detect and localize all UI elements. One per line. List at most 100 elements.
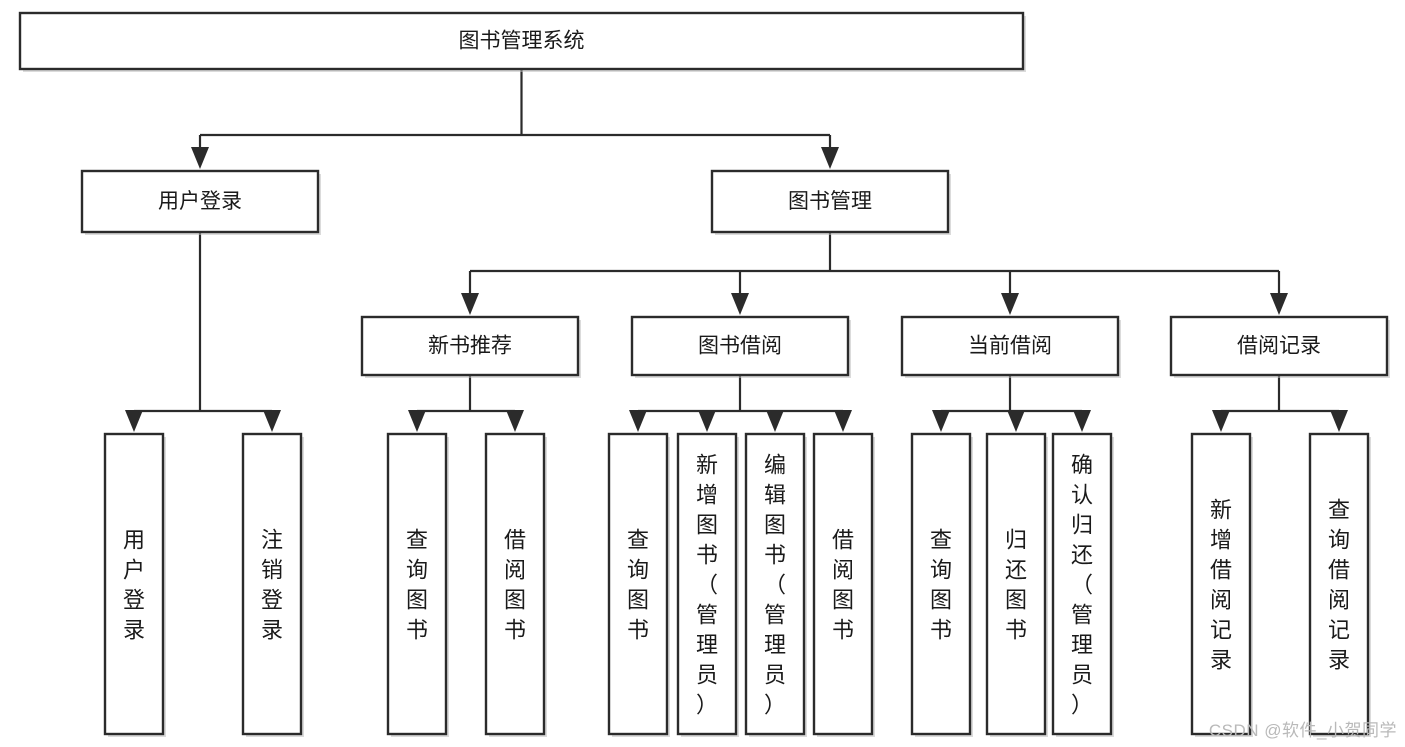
arrowhead-icon [766,410,784,432]
node-box[interactable] [744,432,806,736]
node-box[interactable] [360,315,580,377]
arrowhead-icon [1001,293,1019,315]
node-label-char: ） [1071,692,1093,717]
node-label-char: 书 [930,617,952,642]
node-label-char: 录 [261,617,283,642]
arrowhead-icon [731,293,749,315]
node-box[interactable] [18,11,1025,71]
nodes-layer: 图书管理系统用户登录图书管理新书推荐图书借阅当前借阅借阅记录用户登录注销登录查询… [18,11,1390,737]
node-label-char: 借 [1328,557,1350,582]
node-label-char: 书 [832,617,854,642]
node-label-char: ） [696,692,718,717]
node-label-char: 增 [696,482,718,507]
node-label: 借阅记录 [1237,335,1321,358]
node-box[interactable] [676,432,738,736]
node-label-char: 记 [1210,617,1232,642]
node-borrow-record[interactable]: 借阅记录 [1169,315,1390,378]
node-label-char: 理 [696,632,718,657]
node-label: 图书管理系统 [459,30,585,53]
node-label-char: 管 [764,602,786,627]
node-label-char: 管 [696,602,718,627]
node-label-char: 询 [627,557,649,582]
node-label-char: 图 [696,512,718,537]
arrowhead-icon [1330,410,1348,432]
arrowhead-icon [821,147,839,169]
node-label-char: 图 [1005,587,1027,612]
node-label-char: 增 [1210,527,1232,552]
node-label-char: 员 [1071,662,1093,687]
node-label-char: 注 [261,527,283,552]
node-label: 用户登录 [158,190,242,213]
node-label-char: 记 [1328,617,1350,642]
node-leaf-user-login[interactable]: 用户登录 [103,432,166,737]
node-box[interactable] [710,169,950,234]
node-book-borrow[interactable]: 图书借阅 [630,315,851,378]
node-label-char: 书 [406,617,428,642]
node-label-char: 确 [1071,452,1093,477]
node-label-char: 借 [832,527,854,552]
node-label-char: 归 [1005,527,1027,552]
node-label-char: 阅 [1328,587,1350,612]
arrowhead-icon [1073,410,1091,432]
node-box[interactable] [241,432,303,736]
node-label-char: 阅 [832,557,854,582]
node-label-char: 书 [627,617,649,642]
node-label-char: 查 [1328,497,1350,522]
node-user-login[interactable]: 用户登录 [80,169,321,235]
node-box[interactable] [910,432,972,736]
node-label-char: 询 [930,557,952,582]
node-label-char: 录 [123,617,145,642]
node-box[interactable] [80,169,320,234]
node-root[interactable]: 图书管理系统 [18,11,1026,72]
node-label-char: 录 [1328,647,1350,672]
node-box[interactable] [900,315,1120,377]
node-box[interactable] [1051,432,1113,736]
node-label-char: 归 [1071,512,1093,537]
node-box[interactable] [1190,432,1252,736]
node-box[interactable] [630,315,850,377]
node-label-char: 管 [1071,602,1093,627]
node-label-char: 销 [261,557,283,582]
node-current-borrow[interactable]: 当前借阅 [900,315,1121,378]
node-label-char: 录 [1210,647,1232,672]
arrowhead-icon [506,410,524,432]
node-box[interactable] [1169,315,1389,377]
node-book-management[interactable]: 图书管理 [710,169,951,235]
node-label-char: 借 [1210,557,1232,582]
node-box[interactable] [484,432,546,736]
node-new-book-recommend[interactable]: 新书推荐 [360,315,581,378]
node-box[interactable] [103,432,165,736]
node-label-char: 图 [764,512,786,537]
node-label-char: 借 [504,527,526,552]
node-box[interactable] [386,432,448,736]
node-label-char: 图 [504,587,526,612]
node-label-char: 新 [696,452,718,477]
node-box[interactable] [1308,432,1370,736]
node-box[interactable] [985,432,1047,736]
node-label-char: 书 [1005,617,1027,642]
node-label-char: 阅 [1210,587,1232,612]
node-box[interactable] [812,432,874,736]
arrowhead-icon [629,410,647,432]
node-label-char: 阅 [504,557,526,582]
node-label-char: 书 [504,617,526,642]
arrowhead-icon [408,410,426,432]
connector-edges-layer [125,69,1348,432]
node-label-char: 图 [627,587,649,612]
node-label-char: 图 [930,587,952,612]
node-box[interactable] [607,432,669,736]
node-label-char: 查 [627,527,649,552]
